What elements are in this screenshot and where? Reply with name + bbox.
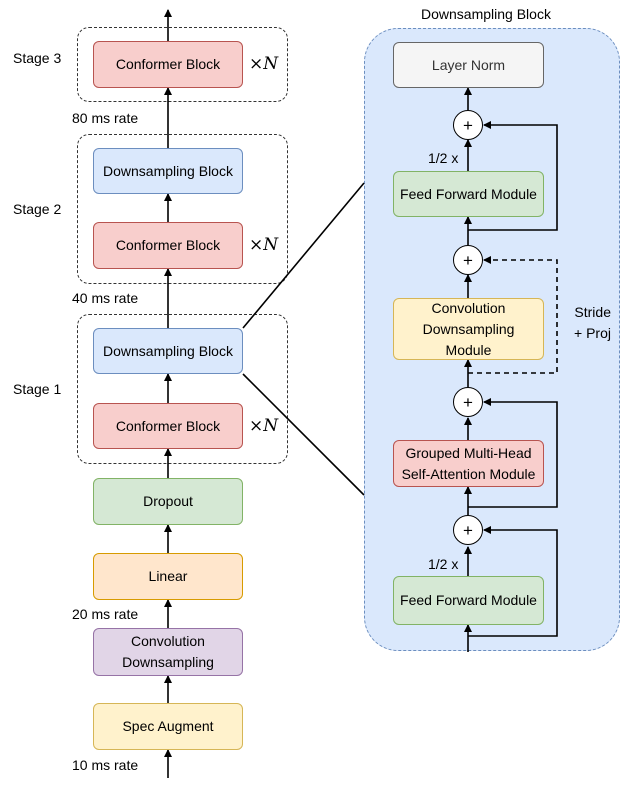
conv-downsampling-module: Convolution Downsampling Module bbox=[393, 298, 544, 360]
ffn-bottom-block: Feed Forward Module bbox=[393, 576, 544, 625]
spec-augment-block: Spec Augment bbox=[93, 703, 243, 750]
rate-40ms: 40 ms rate bbox=[72, 290, 139, 306]
stage1-conformer-block: Conformer Block bbox=[93, 403, 243, 449]
stage2-multiplier: ×N bbox=[249, 235, 279, 255]
half-scale-bottom: 1/2 x bbox=[428, 556, 459, 572]
stage3-multiplier: ×N bbox=[249, 54, 279, 74]
stage1-multiplier: ×N bbox=[249, 416, 279, 436]
stage1-downsampling-block: Downsampling Block bbox=[93, 328, 243, 374]
grouped-attention-module: Grouped Multi-Head Self-Attention Module bbox=[393, 440, 544, 487]
residual-add-4: + bbox=[453, 515, 483, 545]
stage-2-group bbox=[77, 134, 288, 284]
ffn-top-block: Feed Forward Module bbox=[393, 171, 544, 217]
residual-add-2: + bbox=[453, 245, 483, 275]
stage2-conformer-block: Conformer Block bbox=[93, 222, 243, 269]
panel-title: Downsampling Block bbox=[421, 6, 551, 22]
stage-3-group bbox=[77, 27, 288, 102]
stage-3-label: Stage 3 bbox=[13, 50, 62, 66]
conv-downsampling-block: Convolution Downsampling bbox=[93, 628, 243, 676]
rate-80ms: 80 ms rate bbox=[72, 110, 139, 126]
linear-block: Linear bbox=[93, 553, 243, 600]
layer-norm-block: Layer Norm bbox=[393, 42, 544, 88]
dropout-block: Dropout bbox=[93, 478, 243, 525]
stage3-conformer-block: Conformer Block bbox=[93, 41, 243, 88]
residual-add-1: + bbox=[453, 110, 483, 140]
rate-20ms: 20 ms rate bbox=[72, 606, 139, 622]
stage-1-group bbox=[77, 314, 288, 464]
stage2-downsampling-block: Downsampling Block bbox=[93, 148, 243, 194]
stage-2-label: Stage 2 bbox=[13, 201, 62, 217]
half-scale-top: 1/2 x bbox=[428, 150, 459, 166]
residual-add-3: + bbox=[453, 387, 483, 417]
stage-1-label: Stage 1 bbox=[13, 381, 62, 397]
rate-10ms: 10 ms rate bbox=[72, 757, 139, 773]
stride-proj-label: Stride + Proj bbox=[574, 304, 611, 341]
